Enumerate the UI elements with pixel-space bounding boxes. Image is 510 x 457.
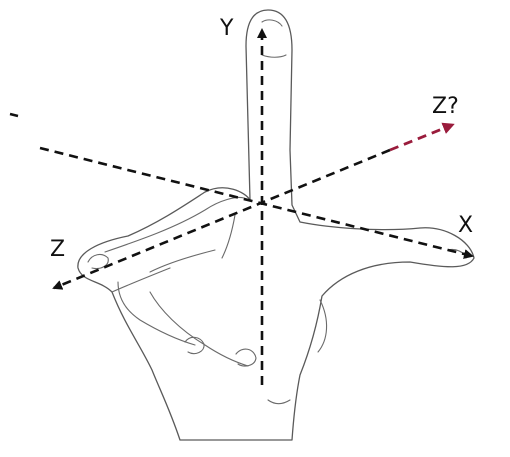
middle-finger-nail <box>87 253 109 270</box>
z-axis-arrow <box>52 148 391 290</box>
little-finger-top <box>149 249 216 273</box>
palm-crease <box>221 214 236 259</box>
thumb-crease <box>317 299 328 353</box>
little-finger-nail <box>235 348 257 367</box>
y-axis-label: Y <box>219 16 234 41</box>
wrist-crease <box>267 399 291 405</box>
little-finger <box>149 291 249 367</box>
z-axis-label: Z <box>50 237 65 262</box>
z-question-arrow <box>389 122 455 152</box>
index-finger-crease <box>261 54 287 58</box>
x-axis-label: X <box>458 213 473 238</box>
z-question-label: Z? <box>432 94 459 119</box>
hand-outline <box>77 9 475 441</box>
index-finger-nail <box>261 19 283 27</box>
x-axis-lead-dash <box>9 112 19 118</box>
ring-finger-top <box>111 267 171 293</box>
middle-finger-top <box>104 196 245 253</box>
ring-finger <box>117 281 196 346</box>
